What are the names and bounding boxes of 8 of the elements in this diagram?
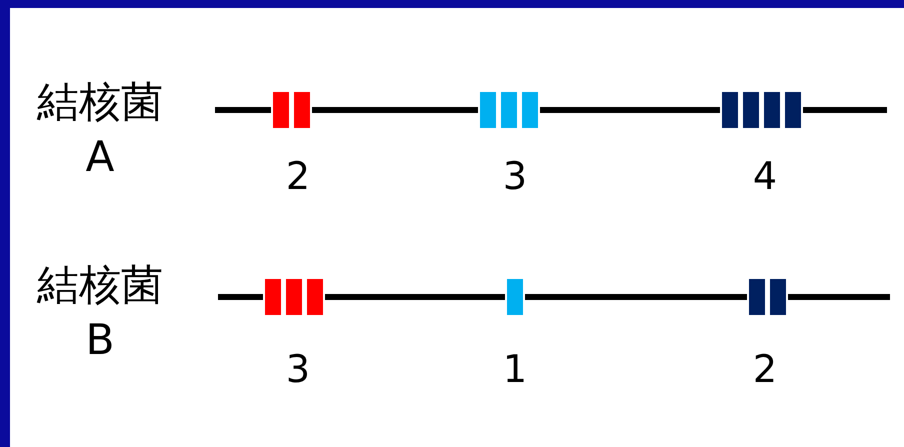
repeat-count: 3	[502, 153, 528, 200]
repeat-count: 2	[752, 346, 778, 393]
repeat-count: 1	[502, 346, 528, 393]
strain-label: 結核菌 B	[36, 259, 164, 366]
repeat-count: 4	[752, 153, 778, 200]
repeat-count: 2	[284, 153, 312, 200]
strain-label: 結核菌 A	[36, 76, 164, 183]
repeat-count: 3	[284, 346, 312, 393]
